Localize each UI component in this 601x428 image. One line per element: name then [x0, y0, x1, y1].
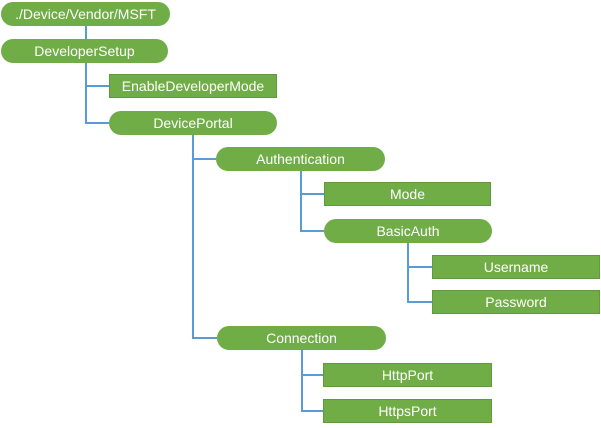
tree-node-developersetup: DeveloperSetup	[1, 39, 168, 63]
connector-branch-basicauth	[300, 230, 324, 232]
tree-node-username: Username	[432, 255, 600, 279]
connector-connection-trunk	[301, 350, 303, 412]
connector-branch-enabledevelopermode	[85, 85, 109, 87]
connector-authentication-trunk	[300, 171, 302, 232]
connector-branch-connection	[192, 337, 217, 339]
tree-node-basicauth: BasicAuth	[324, 219, 492, 243]
tree-node-label: DeveloperSetup	[34, 43, 135, 59]
tree-node-label: Username	[483, 259, 549, 275]
connector-basicauth-trunk	[407, 243, 409, 303]
tree-node-enabledevelopermode: EnableDeveloperMode	[109, 74, 277, 98]
tree-node-httpport: HttpPort	[323, 363, 492, 387]
connector-branch-mode	[300, 193, 324, 195]
connector-branch-username	[407, 266, 432, 268]
tree-node-authentication: Authentication	[216, 147, 385, 171]
connector-branch-httpport	[301, 374, 323, 376]
tree-node-label: HttpPort	[381, 367, 434, 383]
tree-node-label: HttpsPort	[378, 403, 437, 419]
tree-node-label: BasicAuth	[376, 223, 440, 239]
tree-node-httpsport: HttpsPort	[323, 399, 492, 423]
connector-root-to-developersetup	[85, 26, 87, 39]
connector-branch-password	[407, 301, 432, 303]
tree-node-root: ./Device/Vendor/MSFT	[1, 2, 170, 26]
tree-node-label: DevicePortal	[153, 115, 233, 131]
tree-node-label: ./Device/Vendor/MSFT	[15, 6, 156, 22]
tree-node-connection: Connection	[217, 326, 386, 350]
tree-node-label: Password	[485, 294, 547, 310]
tree-node-label: EnableDeveloperMode	[121, 78, 265, 94]
tree-node-label: Authentication	[256, 151, 345, 167]
tree-node-mode: Mode	[324, 182, 491, 206]
connector-deviceportal-trunk	[192, 135, 194, 339]
tree-node-password: Password	[432, 290, 600, 314]
connector-developersetup-trunk	[85, 63, 87, 124]
connector-branch-httpsport	[301, 410, 323, 412]
connector-branch-deviceportal	[85, 122, 109, 124]
connector-branch-authentication	[192, 158, 216, 160]
tree-node-deviceportal: DevicePortal	[109, 111, 277, 135]
tree-node-label: Mode	[389, 186, 426, 202]
tree-node-label: Connection	[266, 330, 337, 346]
